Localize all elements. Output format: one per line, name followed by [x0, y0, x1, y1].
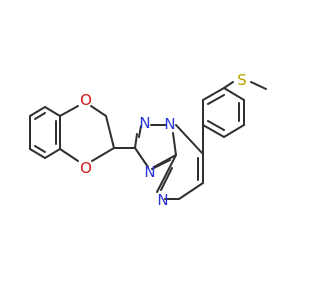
- molecule-structure: O O N N N N S: [29, 71, 267, 209]
- atom-nitrogen-pyrimidine: N: [157, 191, 168, 209]
- atom-nitrogen-triazole-top: N: [139, 114, 150, 132]
- atom-oxygen-top: O: [80, 91, 92, 109]
- bond-skeleton: [29, 81, 267, 200]
- atom-oxygen-bottom: O: [80, 159, 92, 177]
- atom-sulfur: S: [237, 71, 247, 89]
- atom-nitrogen-bridgehead: N: [164, 115, 175, 133]
- atom-nitrogen-triazole-bottom: N: [144, 163, 155, 181]
